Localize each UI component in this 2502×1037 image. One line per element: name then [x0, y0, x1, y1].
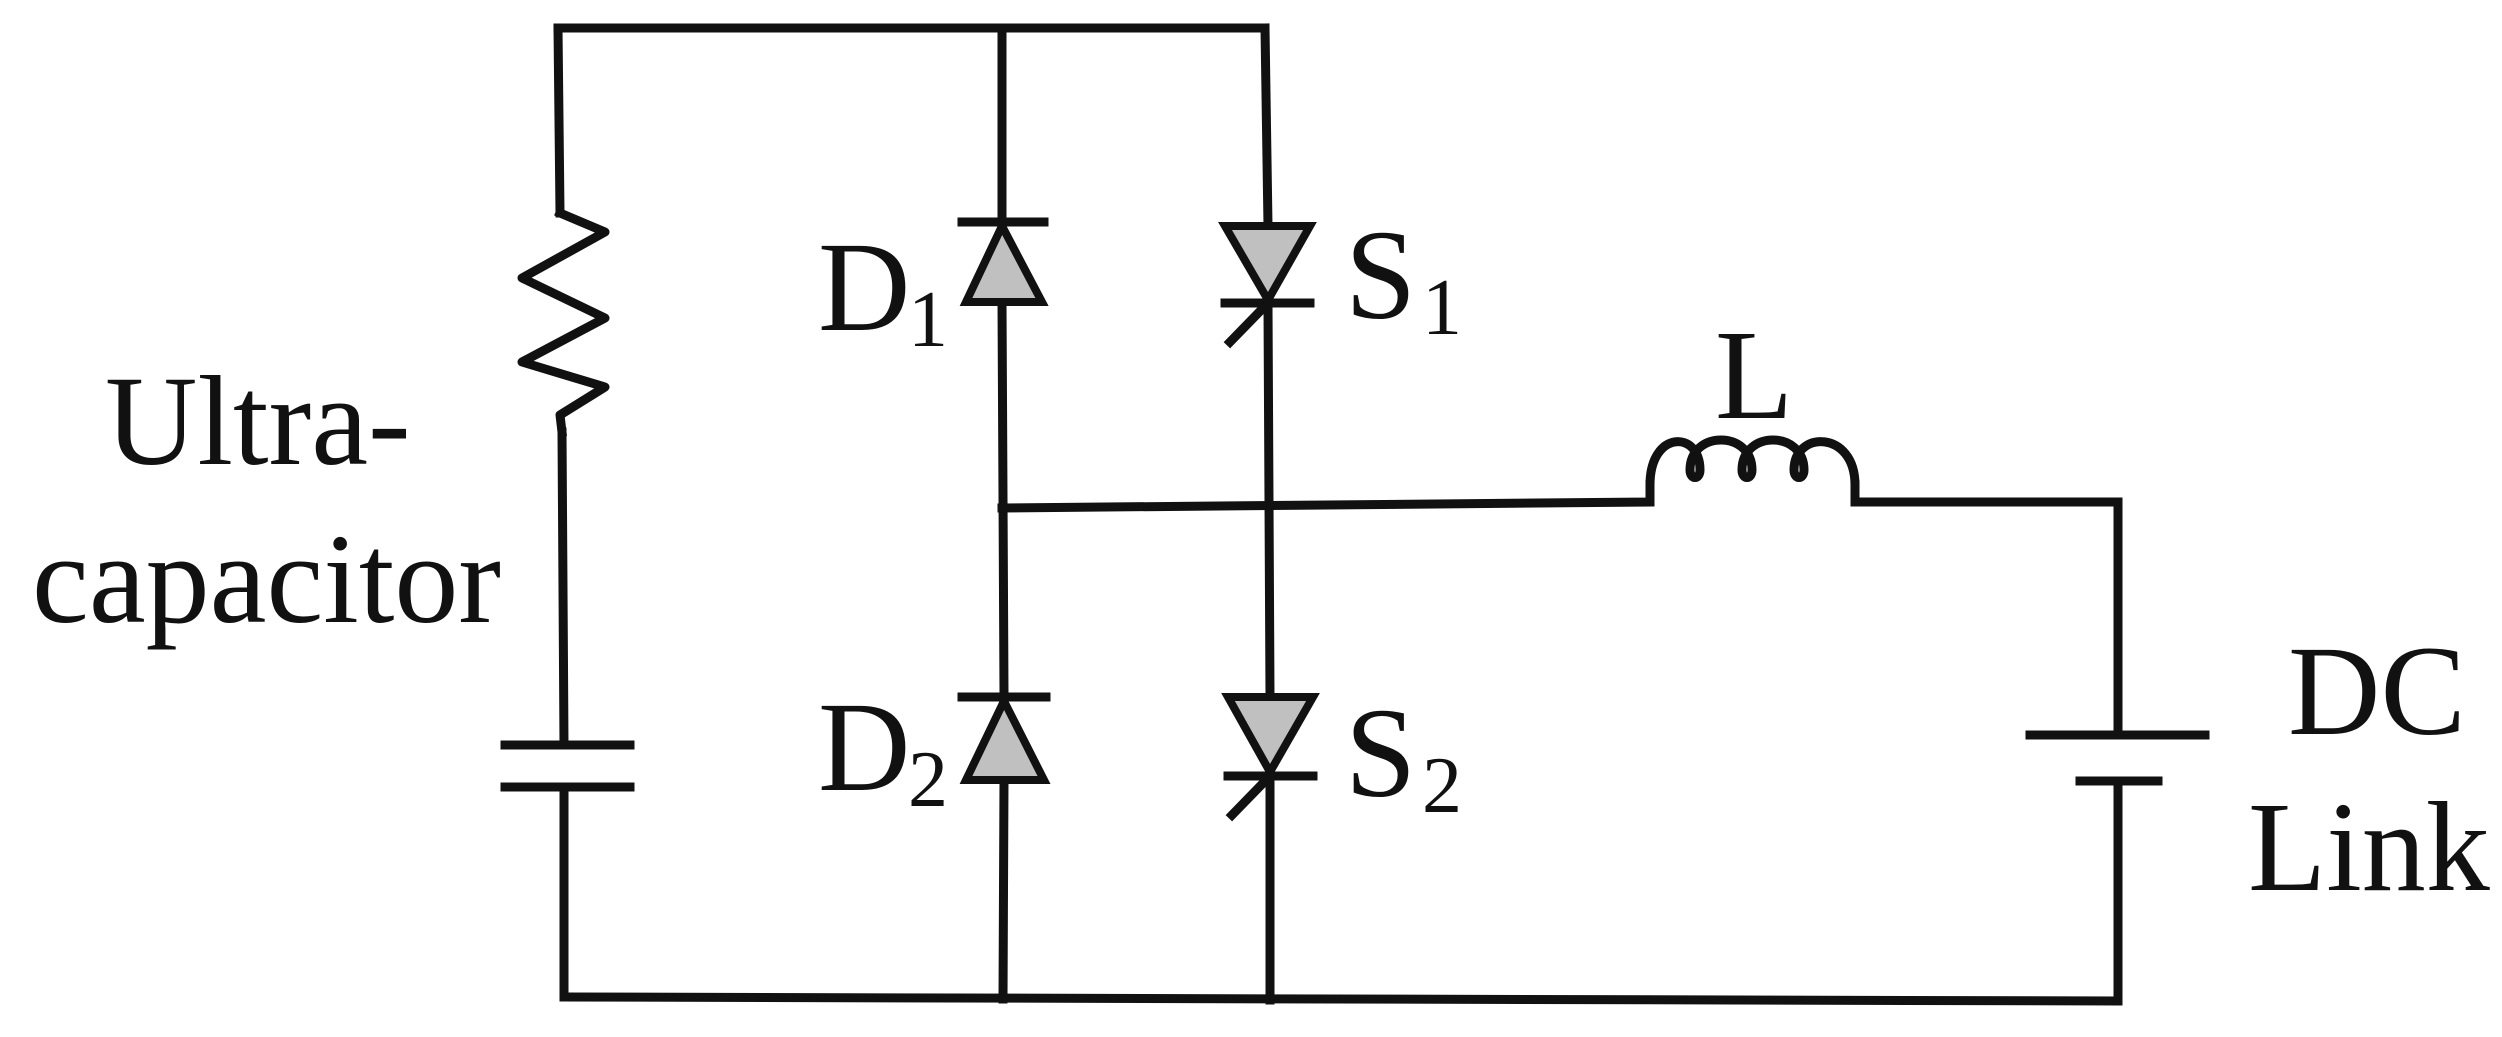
inductor-symbol — [1645, 435, 1860, 490]
wires — [553, 23, 2123, 1006]
inductor-label: L — [1715, 304, 1793, 446]
dclink-label-line2: Link — [2248, 776, 2490, 918]
switch-s2-triangle — [1221, 693, 1320, 781]
d1-label-letter: D — [818, 216, 910, 358]
d1-label: D 1 — [818, 216, 948, 364]
capacitor-symbol — [500, 740, 635, 792]
d2-label-letter: D — [818, 676, 910, 818]
s2-label-letter: S — [1345, 682, 1416, 824]
switch-s2 — [1221, 693, 1320, 822]
s2-label-subscript: 2 — [1422, 742, 1462, 830]
switch-s1-triangle — [1218, 222, 1317, 309]
s1-label-subscript: 1 — [1422, 264, 1462, 352]
ultracapacitor-label-line2: capacitor — [32, 508, 501, 650]
switch-s1-gate — [1223, 296, 1275, 349]
diode-d1 — [957, 217, 1049, 306]
d2-label-subscript: 2 — [908, 736, 948, 824]
d2-bottom-wire — [998, 775, 1009, 1004]
switch-s2-gate — [1225, 769, 1277, 822]
s1-label: S 1 — [1345, 204, 1462, 352]
s1-top-wire — [1260, 23, 1273, 231]
s1-label-letter: S — [1345, 204, 1416, 346]
diode-d2-triangle — [959, 691, 1051, 784]
left-top-wire — [553, 23, 565, 218]
resistor-symbol — [517, 207, 610, 437]
dclink-symbol — [2025, 730, 2210, 786]
switch-s1 — [1218, 222, 1317, 349]
inductor-to-dclink-wire — [1850, 480, 2123, 740]
d2-label: D 2 — [818, 676, 948, 824]
left-mid-wire — [557, 427, 569, 750]
dclink-label-line1: DC — [2288, 620, 2466, 762]
diode-d2 — [957, 691, 1051, 784]
d1-label-subscript: 1 — [908, 276, 948, 364]
s2-label: S 2 — [1345, 682, 1462, 830]
ultracapacitor-label-line1: Ultra- — [105, 350, 411, 492]
diode-d1-triangle — [959, 217, 1049, 306]
bottom-rail-wire — [559, 992, 2123, 1006]
d1-d2-wire — [997, 297, 1009, 698]
midpoint-to-inductor-wire — [997, 480, 1655, 513]
